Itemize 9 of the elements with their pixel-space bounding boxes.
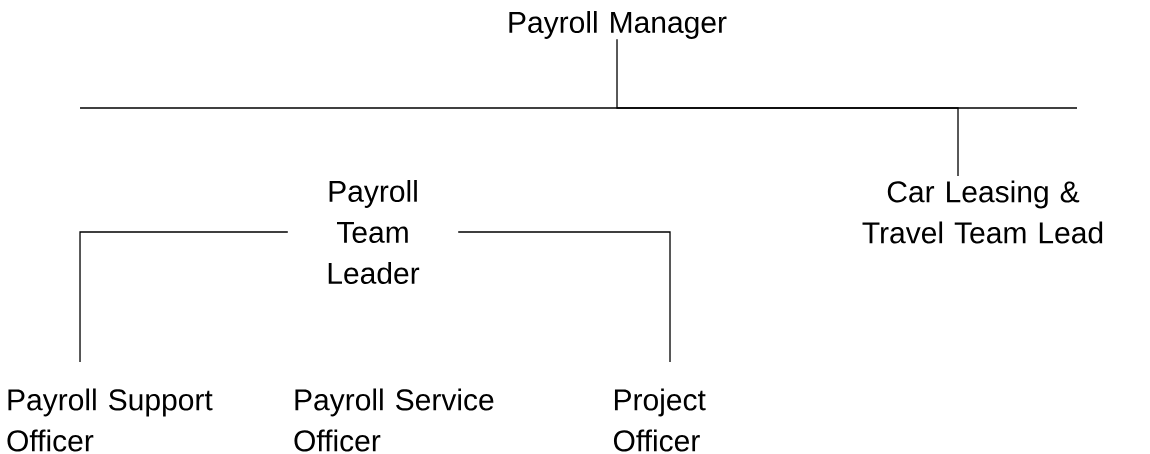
- connector-line: [457, 231, 671, 363]
- position-label: Payroll Team Leader: [328, 180, 420, 284]
- connector-line: [616, 38, 959, 177]
- position-label: Payroll Support Officer: [7, 388, 213, 452]
- position-label: Car Leasing & Travel Team Lead: [862, 180, 1103, 244]
- connector-line: [79, 231, 289, 363]
- position-label: Payroll Service Officer: [294, 388, 494, 452]
- position-label: Project Officer: [613, 388, 706, 452]
- position-label: Payroll Manager: [509, 11, 727, 39]
